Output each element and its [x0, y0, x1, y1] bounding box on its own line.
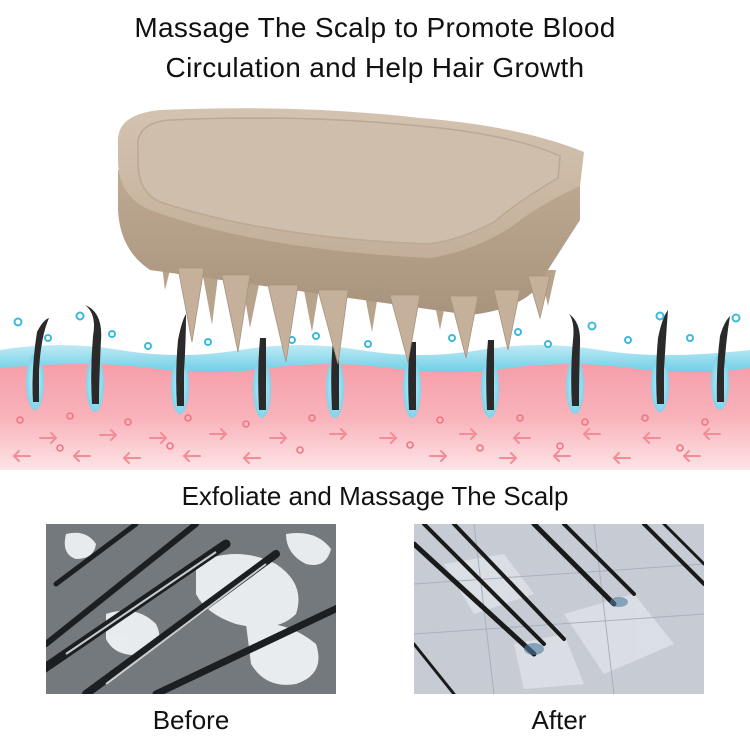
oxygen-bubbles	[13, 311, 741, 350]
scalp-cross-section	[0, 108, 750, 470]
after-scalp-image	[414, 524, 704, 694]
headline: Massage The Scalp to Promote Blood Circu…	[0, 8, 750, 88]
circulation-arrows	[12, 428, 721, 464]
before-scalp-image	[46, 524, 336, 694]
scalp-illustration	[0, 100, 750, 480]
skin-layer	[0, 355, 750, 470]
skin-surface	[0, 345, 750, 372]
headline-line-2: Circulation and Help Hair Growth	[165, 52, 585, 83]
before-caption: Before	[152, 705, 230, 735]
before-photo	[46, 524, 336, 694]
massage-brush	[118, 108, 584, 365]
after-photo	[414, 524, 704, 694]
headline-line-1: Massage The Scalp to Promote Blood	[134, 12, 616, 43]
blood-cells	[16, 412, 709, 454]
after-caption: After	[531, 705, 587, 735]
hair-follicles	[26, 305, 730, 418]
section-title: Exfoliate and Massage The Scalp	[181, 481, 569, 511]
